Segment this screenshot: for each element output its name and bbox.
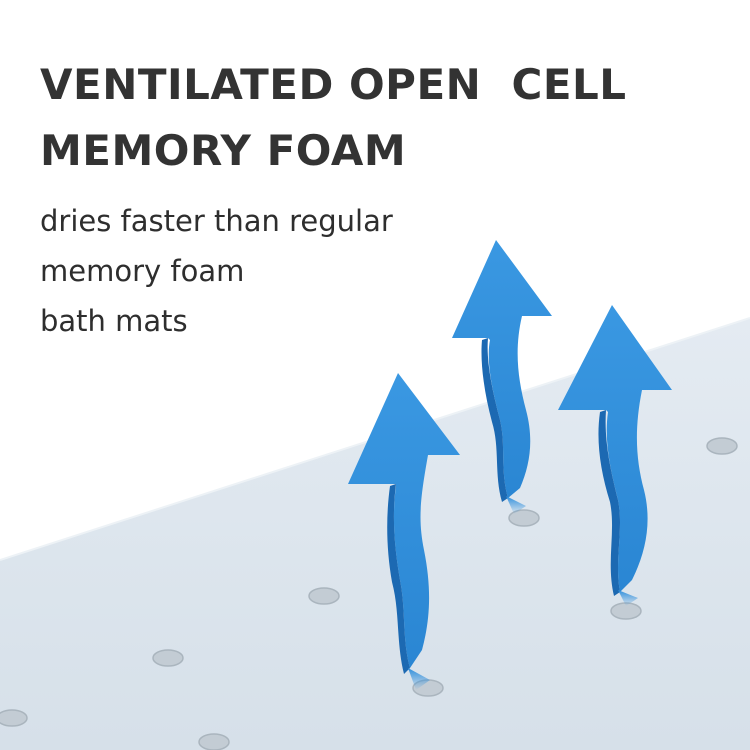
vent-hole <box>0 709 28 727</box>
airflow-arrow-icon <box>558 305 672 606</box>
headline-line-1: VENTILATED OPEN CELL <box>40 60 627 109</box>
airflow-arrow-icon <box>348 373 460 690</box>
airflow-arrow-icon <box>452 240 552 514</box>
vent-hole <box>308 587 340 605</box>
vent-hole <box>508 509 540 527</box>
subtext: dries faster than regular memory foam ba… <box>40 196 393 346</box>
vent-hole <box>152 649 184 667</box>
subtext-line-3: bath mats <box>40 304 188 338</box>
headline-line-2: MEMORY FOAM <box>40 126 407 175</box>
headline: VENTILATED OPEN CELL MEMORY FOAM <box>40 52 627 184</box>
vent-hole <box>706 437 738 455</box>
subtext-line-1: dries faster than regular <box>40 204 393 238</box>
foam-mat <box>0 318 750 750</box>
subtext-line-2: memory foam <box>40 254 245 288</box>
vent-hole <box>198 733 230 750</box>
